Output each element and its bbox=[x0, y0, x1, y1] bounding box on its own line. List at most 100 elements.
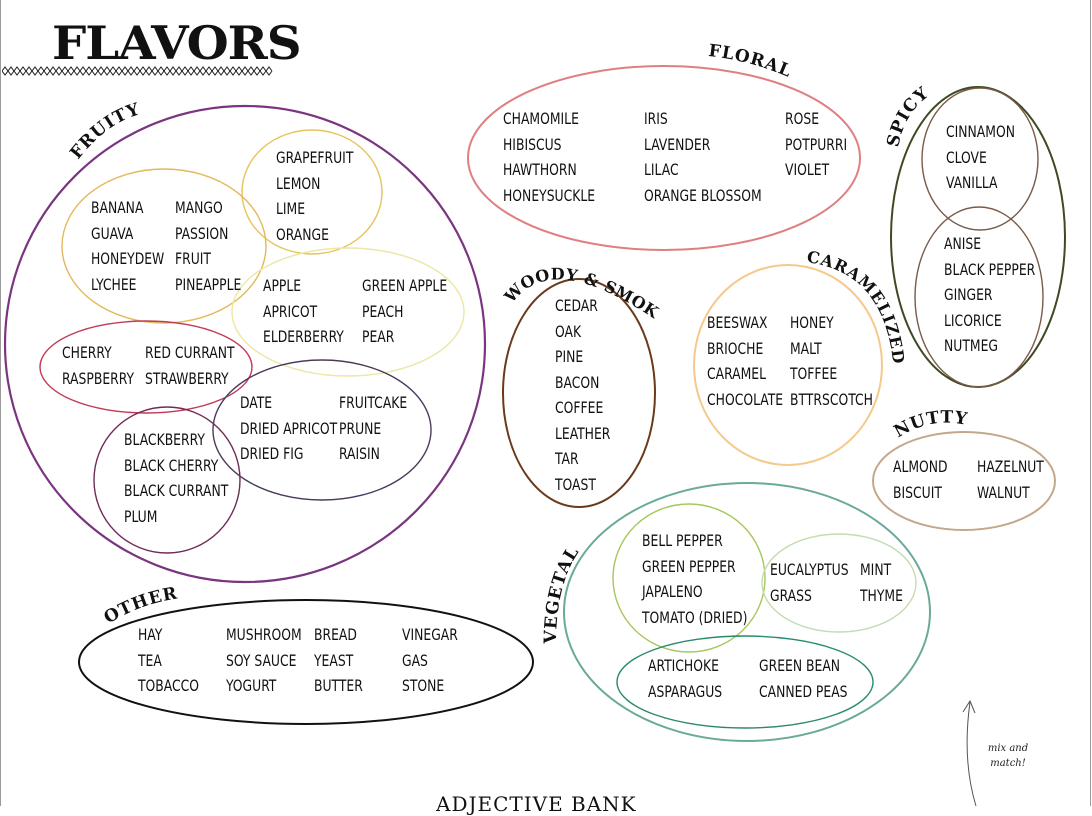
flavor-word-floral-col1: CHAMOMILE bbox=[503, 109, 579, 128]
flavor-word-tropical-col1: GUAVA bbox=[91, 223, 134, 243]
flavor-word-caramel-col2: TOFFEE bbox=[790, 364, 838, 383]
flavor-word-dried-col2: RAISIN bbox=[339, 444, 380, 463]
group-label-other: OTHER bbox=[101, 583, 180, 628]
flavor-word-spicy-bottom: NUTMEG bbox=[944, 336, 998, 355]
flavor-word-black: BLACKBERRY bbox=[124, 430, 205, 449]
page-title: FLAVORS bbox=[52, 16, 302, 70]
flavor-word-black: BLACK CHERRY bbox=[124, 455, 219, 475]
flavor-word-red-col1: RASPBERRY bbox=[62, 368, 135, 388]
flavor-word-spicy-top: CINNAMON bbox=[946, 122, 1015, 141]
flavor-word-caramel-col2: HONEY bbox=[790, 313, 834, 332]
flavor-word-other-col2: MUSHROOM bbox=[226, 625, 302, 644]
flavor-word-floral-col3: ROSE bbox=[785, 109, 820, 128]
flavor-word-red-col2: RED CURRANT bbox=[145, 343, 235, 362]
flavor-word-other-col4: STONE bbox=[402, 676, 445, 695]
flavor-word-veg-herb-col2: THYME bbox=[860, 585, 903, 605]
flavor-word-other-col3: BUTTER bbox=[314, 676, 363, 695]
vegetal-outer-ellipse bbox=[563, 482, 931, 742]
flavor-word-dried-col1: DATE bbox=[240, 393, 273, 412]
nutty-ellipse bbox=[872, 431, 1056, 531]
flavor-word-veg-green: BELL PEPPER bbox=[642, 531, 723, 550]
flavor-word-dried-col2: PRUNE bbox=[339, 418, 382, 438]
flavor-word-tree-col2: GREEN APPLE bbox=[362, 276, 448, 295]
black-fruit-ellipse bbox=[93, 406, 241, 554]
other-ellipse bbox=[78, 599, 534, 725]
group-label-nutty: NUTTY bbox=[891, 408, 970, 442]
flavor-word-citrus: LIME bbox=[276, 199, 306, 218]
flavor-word-nutty-col1: BISCUIT bbox=[893, 482, 942, 502]
group-label-vegetal: VEGETAL bbox=[541, 543, 584, 645]
tree-fruit-ellipse bbox=[231, 247, 465, 377]
flavor-word-spicy-top: CLOVE bbox=[946, 147, 987, 167]
flavor-word-woody: OAK bbox=[555, 321, 582, 341]
mix-and-match-arrow bbox=[966, 701, 977, 806]
adjective-bank-title: ADJECTIVE BANK bbox=[436, 792, 637, 816]
note-line-1: mix and bbox=[987, 743, 1029, 754]
flavor-word-dried-col1: DRIED FIG bbox=[240, 444, 304, 463]
flavor-word-veg-herb-col1: EUCALYPTUS bbox=[770, 560, 849, 579]
flavor-word-other-col1: TOBACCO bbox=[138, 676, 200, 695]
flavor-word-veg-canned-col1: ASPARAGUS bbox=[648, 681, 723, 701]
flavor-word-tree-col1: APPLE bbox=[263, 276, 302, 295]
flavor-word-veg-canned-col2: CANNED PEAS bbox=[759, 681, 848, 701]
flavor-word-other-col1: TEA bbox=[138, 650, 162, 670]
flavor-word-tree-col1: ELDERBERRY bbox=[263, 327, 344, 346]
flavor-word-woody: TOAST bbox=[555, 474, 596, 494]
flavor-word-woody: CEDAR bbox=[555, 296, 598, 315]
dried-fruit-ellipse bbox=[212, 359, 432, 501]
flavor-word-veg-herb-col1: GRASS bbox=[770, 585, 812, 605]
flavor-word-tree-col2: PEAR bbox=[362, 327, 395, 346]
flavor-word-caramel-col1: BEESWAX bbox=[707, 313, 768, 332]
flavor-word-floral-col3: VIOLET bbox=[785, 160, 830, 179]
group-label-floral: FLORAL bbox=[707, 41, 794, 82]
flavor-word-red-col2: STRAWBERRY bbox=[145, 368, 229, 388]
flavor-word-caramel-col2: BTTRSCOTCH bbox=[790, 389, 873, 409]
flavor-word-tropical-col1: BANANA bbox=[91, 198, 144, 217]
flavor-word-caramel-col1: CHOCOLATE bbox=[707, 389, 784, 409]
flavor-word-veg-canned-col2: GREEN BEAN bbox=[759, 656, 841, 675]
flavor-word-floral-col2: LILAC bbox=[644, 160, 679, 179]
flavor-word-citrus: GRAPEFRUIT bbox=[276, 148, 354, 167]
flavor-word-floral-col1: HAWTHORN bbox=[503, 160, 577, 179]
flavor-word-veg-green: TOMATO (DRIED) bbox=[642, 607, 748, 627]
flavor-word-caramel-col1: CARAMEL bbox=[707, 364, 767, 383]
flavor-word-woody: BACON bbox=[555, 372, 600, 392]
flavor-word-tropical-col2: MANGO bbox=[175, 198, 223, 217]
flavor-word-veg-green: JAPALENO bbox=[642, 582, 703, 601]
flavor-word-veg-green: GREEN PEPPER bbox=[642, 556, 736, 576]
flavor-word-other-col2: SOY SAUCE bbox=[226, 650, 297, 670]
flavor-word-tree-col1: APRICOT bbox=[263, 301, 318, 321]
red-fruit-ellipse bbox=[39, 320, 253, 414]
flavor-word-black: PLUM bbox=[124, 506, 158, 526]
flavor-word-citrus: LEMON bbox=[276, 173, 321, 193]
spicy-top-ellipse bbox=[921, 87, 1039, 231]
flavor-word-spicy-bottom: GINGER bbox=[944, 285, 993, 304]
flavor-word-tropical-col2: FRUIT bbox=[175, 249, 211, 268]
vegetal-herb-ellipse bbox=[761, 533, 917, 633]
flavor-word-nutty-col1: ALMOND bbox=[893, 457, 948, 476]
flavor-word-floral-col3: POTPURRI bbox=[785, 134, 848, 154]
mix-and-match-note: mix and match! bbox=[982, 741, 1034, 771]
flavor-word-other-col1: HAY bbox=[138, 625, 163, 644]
spicy-bottom-ellipse bbox=[914, 206, 1044, 388]
flavor-word-black: BLACK CURRANT bbox=[124, 481, 229, 500]
flavor-word-citrus: ORANGE bbox=[276, 224, 329, 244]
flavor-word-tropical-col2: PINEAPPLE bbox=[175, 274, 242, 294]
note-line-2: match! bbox=[990, 758, 1026, 769]
flavor-word-dried-col1: DRIED APRICOT bbox=[240, 418, 338, 438]
flavor-word-other-col4: VINEGAR bbox=[402, 625, 458, 644]
flavor-word-veg-herb-col2: MINT bbox=[860, 560, 892, 579]
flavor-word-spicy-bottom: BLACK PEPPER bbox=[944, 259, 1036, 279]
mix-and-match-arrowhead bbox=[962, 699, 976, 714]
flavor-word-floral-col1: HIBISCUS bbox=[503, 134, 562, 154]
flavor-word-red-col1: CHERRY bbox=[62, 343, 112, 362]
caramelized-ellipse bbox=[693, 264, 883, 466]
flavor-word-floral-col2: ORANGE BLOSSOM bbox=[644, 185, 762, 205]
flavor-word-other-col3: BREAD bbox=[314, 625, 357, 644]
flavor-word-dried-col2: FRUITCAKE bbox=[339, 393, 408, 412]
flavor-word-woody: COFFEE bbox=[555, 398, 604, 417]
flavor-word-other-col2: YOGURT bbox=[226, 676, 277, 695]
